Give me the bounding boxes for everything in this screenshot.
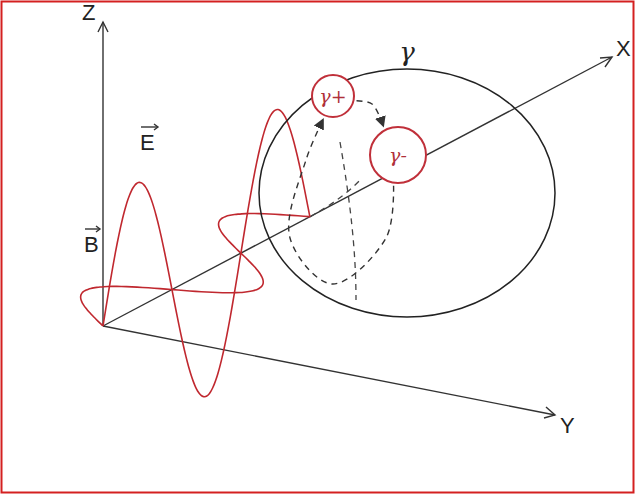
axis-arrowhead <box>544 407 555 418</box>
axis-arrowhead <box>600 57 612 67</box>
dashed-path <box>340 142 356 300</box>
vector-arrow <box>85 228 100 229</box>
circle-outline <box>259 69 555 317</box>
magnetic-wave <box>81 214 310 326</box>
field-label: E <box>140 130 155 155</box>
field-label: B <box>84 232 99 257</box>
vector-arrow <box>96 226 100 232</box>
photon-circle: γ γ+ γ- <box>257 38 557 322</box>
particle-label: γ- <box>389 144 407 166</box>
particle-circle: γ- <box>369 126 427 184</box>
axis-arrowhead <box>98 22 108 32</box>
particle-circle: γ+ <box>311 74 355 118</box>
x-axis <box>103 57 612 326</box>
flow-arrow <box>357 101 384 127</box>
axis-label: Z <box>82 0 95 25</box>
axis-label: X <box>616 36 631 61</box>
particle-label: γ+ <box>319 85 346 107</box>
dashed-path <box>310 178 362 217</box>
vector-arrow <box>154 124 158 130</box>
y-axis <box>103 326 555 415</box>
vector-arrow <box>141 126 158 127</box>
node-heading: γ <box>257 38 557 66</box>
z-axis <box>102 22 103 326</box>
axis-label: Y <box>560 413 575 438</box>
electric-wave <box>103 110 310 397</box>
